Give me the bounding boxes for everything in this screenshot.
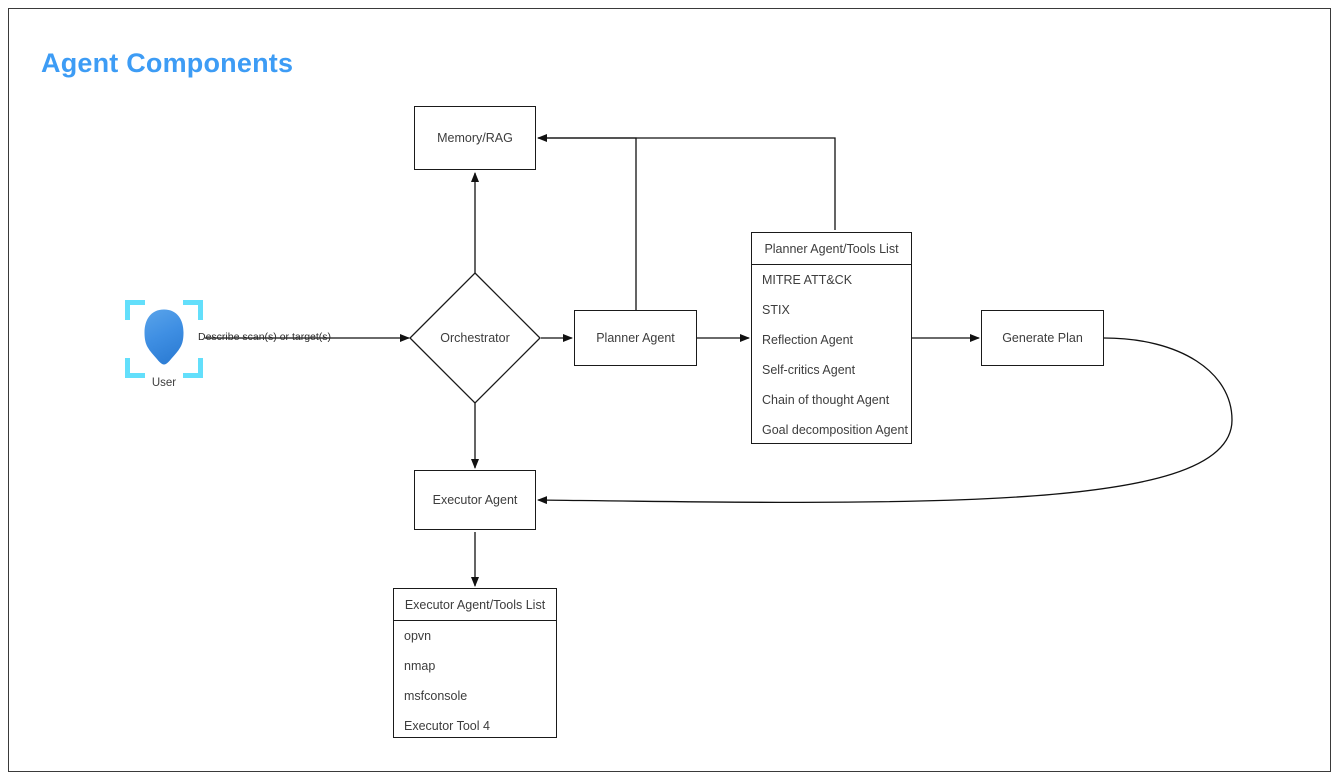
planner-tools-items: MITRE ATT&CK STIX Reflection Agent Self-… [752,265,911,445]
user-node[interactable] [125,300,203,378]
node-executor-agent-label: Executor Agent [432,493,518,507]
executor-tools-items: opvn nmap msfconsole Executor Tool 4 [394,621,556,741]
list-item[interactable]: Goal decomposition Agent [762,423,908,437]
list-item[interactable]: MITRE ATT&CK [762,273,853,287]
list-item[interactable]: Self-critics Agent [762,363,856,377]
list-item[interactable]: nmap [404,659,436,673]
user-label: User [151,377,177,389]
node-memory-rag-label: Memory/RAG [437,131,513,145]
diamond-shape [409,272,541,404]
node-generate-plan-label: Generate Plan [1002,331,1083,345]
node-memory-rag[interactable]: Memory/RAG [414,106,536,170]
node-orchestrator-label: Orchestrator [440,331,510,345]
user-head-icon [125,300,203,378]
node-orchestrator[interactable]: Orchestrator [409,272,541,404]
page-title: Agent Components [41,48,294,78]
node-executor-agent[interactable]: Executor Agent [414,470,536,530]
list-item[interactable]: STIX [762,303,790,317]
edge-label-describe-scan: Describe scan(s) or target(s) [198,331,332,343]
list-item[interactable]: Chain of thought Agent [762,393,890,407]
executor-tools-list[interactable]: Executor Agent/Tools List opvn nmap msfc… [393,588,557,738]
list-item[interactable]: msfconsole [404,689,468,703]
list-item[interactable]: Reflection Agent [762,333,854,347]
planner-tools-list[interactable]: Planner Agent/Tools List MITRE ATT&CK ST… [751,232,912,444]
list-item[interactable]: Executor Tool 4 [404,719,490,733]
wire-planner-tools-memory [538,137,836,230]
executor-tools-header: Executor Agent/Tools List [394,589,556,621]
node-planner-agent-label: Planner Agent [596,331,675,345]
node-planner-agent[interactable]: Planner Agent [574,310,697,366]
list-item[interactable]: opvn [404,629,432,643]
planner-tools-header: Planner Agent/Tools List [752,233,911,265]
wire-planner-memory [537,134,637,310]
bracket-frame [125,300,203,378]
canvas-border [8,8,1331,772]
node-generate-plan[interactable]: Generate Plan [981,310,1104,366]
